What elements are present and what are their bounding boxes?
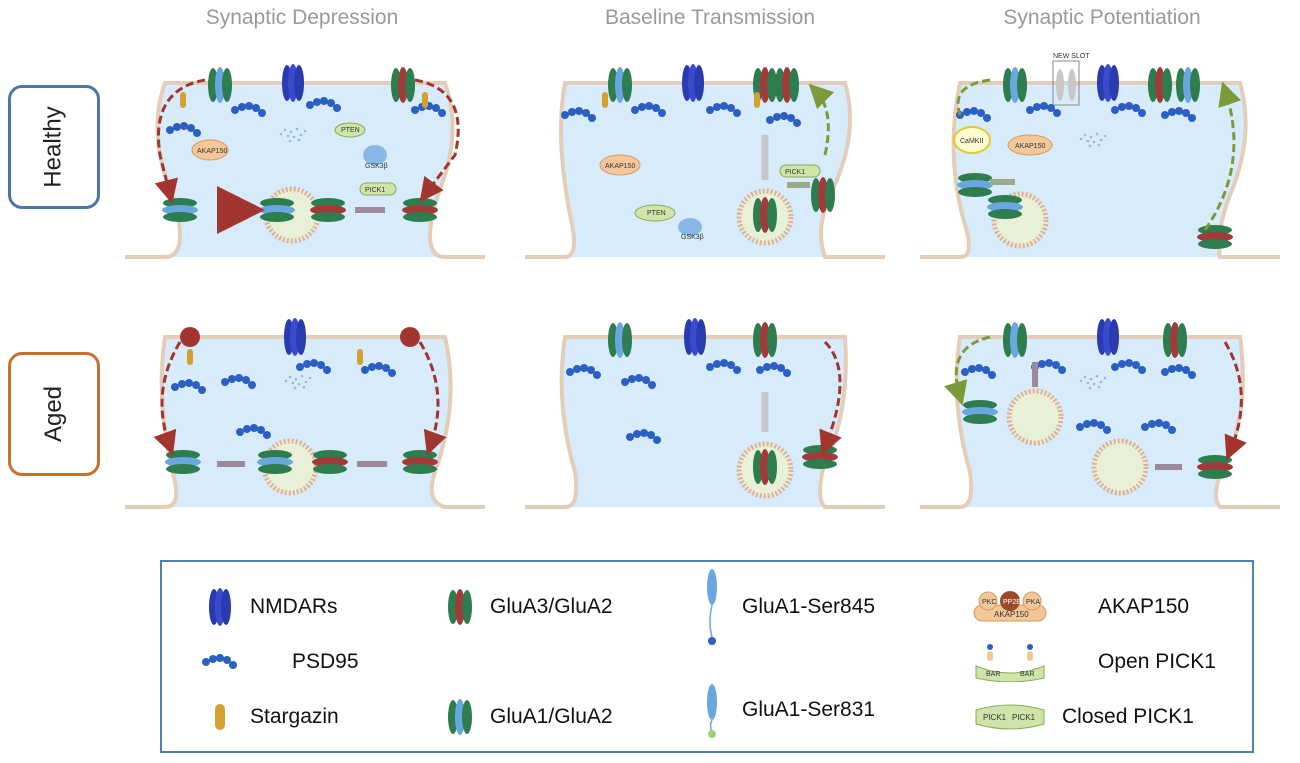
spine-membrane: [125, 81, 485, 259]
psd95-icon: [198, 642, 242, 682]
glua1-ser831-icon: [690, 682, 734, 738]
panel-healthy-baseline: AKAP150 PTEN GSK3β PICK1: [525, 55, 885, 259]
akap-icon-label: AKAP150: [994, 610, 1029, 619]
panel-label-pick1: PICK1: [365, 187, 385, 194]
legend-label-akap150: AKAP150: [1098, 595, 1190, 618]
spine-membrane: [525, 81, 885, 259]
column-title-baseline: Baseline Transmission: [604, 6, 816, 29]
legend-item-glua1-glua2: GluA1/GluA2: [438, 697, 613, 737]
panel-label-pten: PTEN: [341, 127, 360, 134]
akap150-icon: PKC PP2B PKA AKAP150: [970, 587, 1050, 627]
legend-item-nmdar: NMDARs: [198, 587, 338, 627]
panel-label-gsk-b: GSK3β: [681, 234, 704, 241]
legend-item-closed-pick1: PICK1 PICK1 Closed PICK1: [970, 697, 1194, 737]
legend-item-psd95: PSD95: [198, 642, 359, 682]
nmdar-icon: [198, 587, 242, 627]
closed-pick1-left: PICK1: [983, 713, 1007, 722]
panel-label-akap-b: AKAP150: [605, 163, 635, 170]
panel-label-akap-p: AKAP150: [1015, 143, 1045, 150]
spine-membrane: [125, 335, 485, 509]
closed-pick1-icon: PICK1 PICK1: [970, 697, 1050, 737]
legend-box: NMDARs PSD95 Stargazin GluA3/GluA2 GluA1…: [160, 560, 1254, 753]
legend-item-stargazin: Stargazin: [198, 697, 339, 737]
stargazin-icon: [198, 697, 242, 737]
row-label-aged-text: Aged: [40, 385, 67, 443]
glua3-glua2-icon: [438, 587, 482, 627]
panel-label-gsk: GSK3β: [365, 163, 388, 170]
legend-label-stargazin: Stargazin: [250, 705, 339, 728]
row-label-healthy-text: Healthy: [40, 106, 67, 188]
legend-label-glua1-ser845: GluA1-Ser845: [742, 595, 876, 618]
spine-membrane: [525, 335, 885, 509]
panel-aged-baseline: [525, 312, 885, 512]
panel-label-camkii: CaMKII: [960, 138, 983, 145]
glua1-glua2-icon: [438, 697, 482, 737]
panel-healthy-depression: AKAP150 PTEN GSK3β PICK1: [125, 55, 485, 259]
legend-label-glua1-ser831: GluA1-Ser831: [742, 698, 876, 721]
legend-item-akap150: PKC PP2B PKA AKAP150 AKAP150: [970, 587, 1189, 627]
panel-label-akap: AKAP150: [197, 148, 227, 155]
pick1-icon-bar-right: BAR: [1020, 671, 1034, 678]
open-pick1-icon: BAR BAR: [970, 642, 1050, 682]
legend-label-glua3-glua2: GluA3/GluA2: [490, 595, 613, 618]
closed-pick1-right: PICK1: [1012, 713, 1036, 722]
panel-label-new-slot: NEW SLOT: [1053, 53, 1090, 60]
panel-label-pten-b: PTEN: [647, 210, 666, 217]
legend-item-glua1-ser831: GluA1-Ser831: [690, 684, 876, 738]
column-title-potentiation: Synaptic Potentiation: [1003, 6, 1201, 29]
legend-label-open-pick1: Open PICK1: [1098, 650, 1216, 673]
akap-icon-pp2b: PP2B: [1003, 599, 1021, 606]
legend-item-glua1-ser845: GluA1-Ser845: [690, 569, 876, 645]
pick1-icon-bar-left: BAR: [986, 671, 1000, 678]
row-label-healthy: Healthy: [8, 85, 100, 209]
akap-icon-pka: PKA: [1026, 599, 1040, 606]
legend-label-nmdar: NMDARs: [250, 595, 338, 618]
legend-item-open-pick1: BAR BAR Open PICK1: [970, 642, 1216, 682]
legend-label-psd95: PSD95: [292, 650, 359, 673]
panel-aged-potentiation: [920, 312, 1280, 512]
panel-aged-depression: [125, 312, 485, 512]
legend-item-glua3-glua2: GluA3/GluA2: [438, 587, 613, 627]
column-title-depression: Synaptic Depression: [205, 6, 399, 29]
row-label-aged: Aged: [8, 352, 100, 476]
panel-healthy-potentiation: NEW SLOT CaMKII AKAP150: [920, 53, 1280, 259]
glua1-ser845-icon: [690, 567, 734, 647]
legend-label-glua1-glua2: GluA1/GluA2: [490, 705, 613, 728]
panel-label-pick1-b: PICK1: [785, 169, 805, 176]
akap-icon-pkc: PKC: [982, 599, 996, 606]
legend-label-closed-pick1: Closed PICK1: [1062, 705, 1194, 728]
